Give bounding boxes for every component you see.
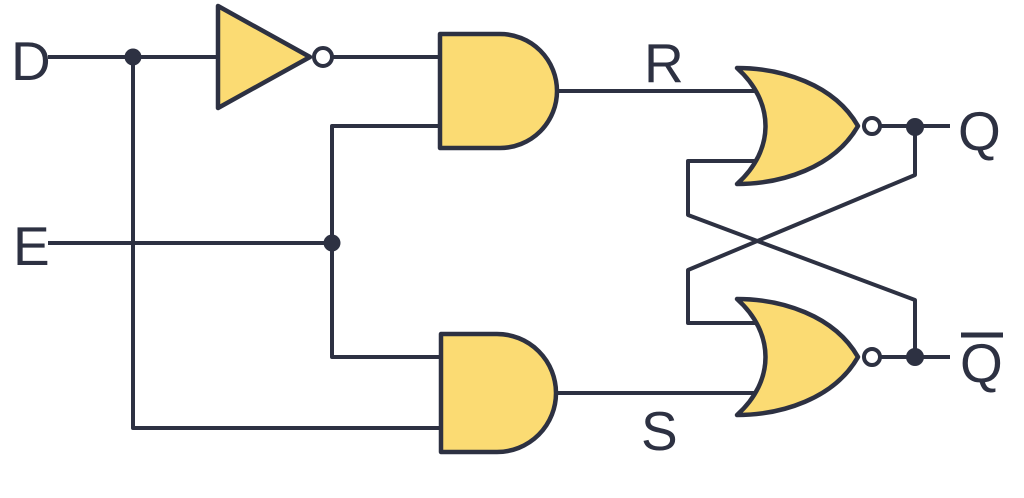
and-gate-bottom bbox=[438, 331, 559, 455]
input-label-e: E bbox=[13, 215, 50, 277]
e-to-bottom-and-wire bbox=[330, 243, 450, 359]
d-junction-dot bbox=[124, 48, 142, 66]
d-branch-wire bbox=[131, 57, 450, 430]
nor-gate-top bbox=[734, 65, 861, 187]
nor-top-bubble bbox=[862, 116, 882, 136]
e-to-top-and-wire bbox=[330, 124, 450, 243]
output-label-qbar: Q bbox=[960, 332, 1003, 394]
not-gate bbox=[215, 3, 313, 111]
q-junction-dot bbox=[906, 118, 924, 136]
output-label-q: Q bbox=[958, 100, 1001, 162]
e-junction-dot bbox=[323, 234, 341, 252]
q-feedback-wire bbox=[686, 127, 917, 325]
signal-label-r: R bbox=[644, 32, 684, 94]
input-label-d: D bbox=[11, 30, 51, 92]
nor-bottom-bubble bbox=[862, 347, 882, 367]
signal-label-s: S bbox=[641, 400, 678, 462]
not-gate-bubble bbox=[312, 46, 334, 68]
qbar-junction-dot bbox=[906, 348, 924, 366]
and-gate-top bbox=[437, 31, 560, 151]
nor-gate-bottom bbox=[734, 296, 861, 418]
qbar-feedback-wire bbox=[686, 159, 917, 357]
